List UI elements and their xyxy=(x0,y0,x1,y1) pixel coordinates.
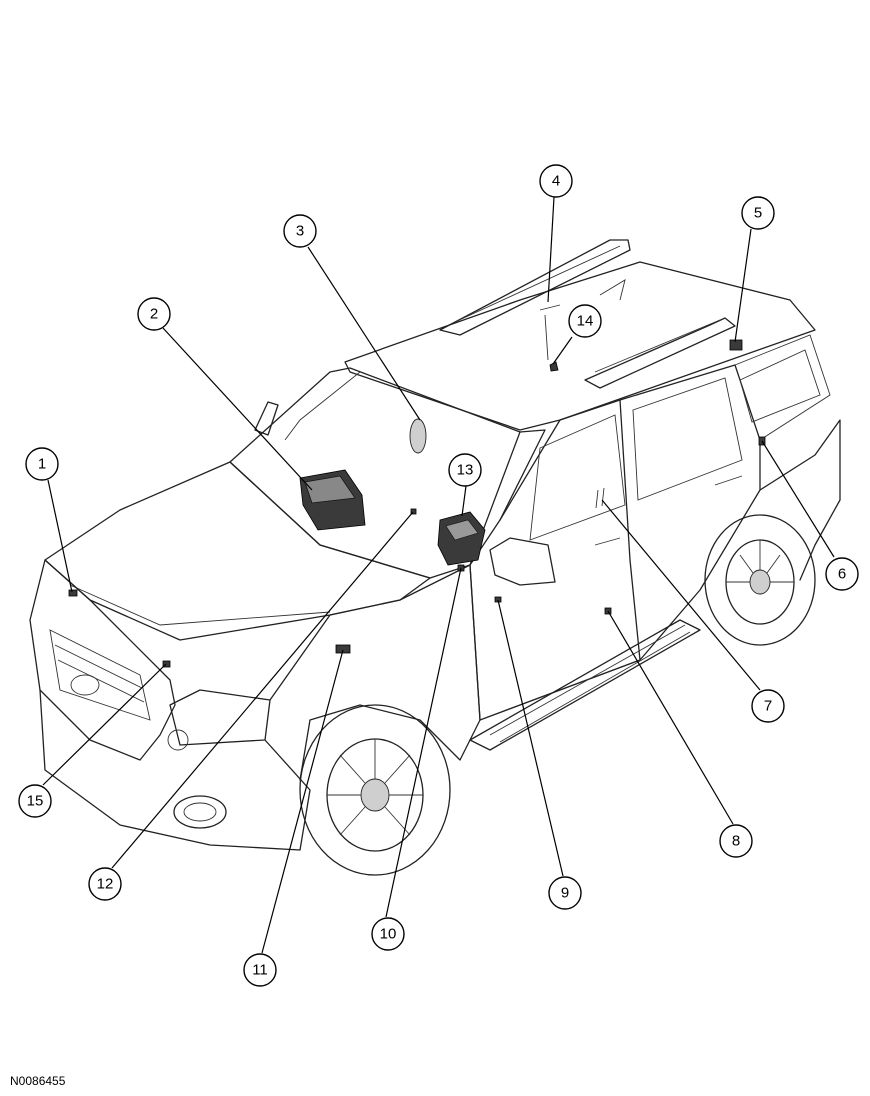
component-13 xyxy=(437,511,486,566)
callout-circle xyxy=(548,876,582,910)
component-3 xyxy=(409,418,427,454)
callout-circle xyxy=(243,953,277,987)
callout-label: 14 xyxy=(577,313,594,330)
vehicle-outline xyxy=(29,239,841,876)
callout-circle xyxy=(751,689,785,723)
callout-15: 15 xyxy=(18,784,52,818)
callout-label: 12 xyxy=(97,876,114,893)
callout-14: 14 xyxy=(568,304,602,338)
components xyxy=(68,279,766,668)
callout-circle xyxy=(741,196,775,230)
callout-circle xyxy=(137,297,171,331)
callout-2: 2 xyxy=(137,297,171,331)
callout-6: 6 xyxy=(825,557,859,591)
callout-circle xyxy=(448,453,482,487)
callout-circle xyxy=(719,824,753,858)
component-11 xyxy=(335,644,351,654)
callout-circle xyxy=(25,447,59,481)
callout-label: 5 xyxy=(754,205,762,222)
component-15 xyxy=(162,660,171,668)
callout-circle xyxy=(371,917,405,951)
callout-1: 1 xyxy=(25,447,59,481)
callout-label: 6 xyxy=(838,566,846,583)
leader-lines xyxy=(42,196,835,954)
component-4 xyxy=(539,304,561,361)
callout-circle xyxy=(568,304,602,338)
callout-label: 15 xyxy=(27,793,44,810)
component-12 xyxy=(410,508,417,515)
callout-3: 3 xyxy=(283,214,317,248)
callout-4: 4 xyxy=(539,164,573,198)
callout-5: 5 xyxy=(741,196,775,230)
callout-circle xyxy=(539,164,573,198)
callout-11: 11 xyxy=(243,953,277,987)
callout-circle xyxy=(825,557,859,591)
callout-label: 7 xyxy=(764,698,772,715)
component-5 xyxy=(729,339,743,351)
callout-circle xyxy=(88,867,122,901)
callout-label: 13 xyxy=(457,462,474,479)
callout-8: 8 xyxy=(719,824,753,858)
callout-label: 2 xyxy=(150,306,158,323)
callout-label: 11 xyxy=(252,962,268,979)
callout-13: 13 xyxy=(448,453,482,487)
callout-label: 9 xyxy=(561,885,569,902)
callout-10: 10 xyxy=(371,917,405,951)
figure-id: N0086455 xyxy=(10,1074,66,1088)
callout-circle xyxy=(283,214,317,248)
callout-label: 8 xyxy=(732,833,740,850)
callout-12: 12 xyxy=(88,867,122,901)
callout-label: 3 xyxy=(296,223,304,240)
callout-label: 1 xyxy=(38,456,46,473)
component-7 xyxy=(595,487,605,509)
callout-circle xyxy=(18,784,52,818)
callout-7: 7 xyxy=(751,689,785,723)
callout-label: 10 xyxy=(380,926,397,943)
callout-9: 9 xyxy=(548,876,582,910)
component-1 xyxy=(68,589,78,597)
callout-label: 4 xyxy=(552,173,560,190)
